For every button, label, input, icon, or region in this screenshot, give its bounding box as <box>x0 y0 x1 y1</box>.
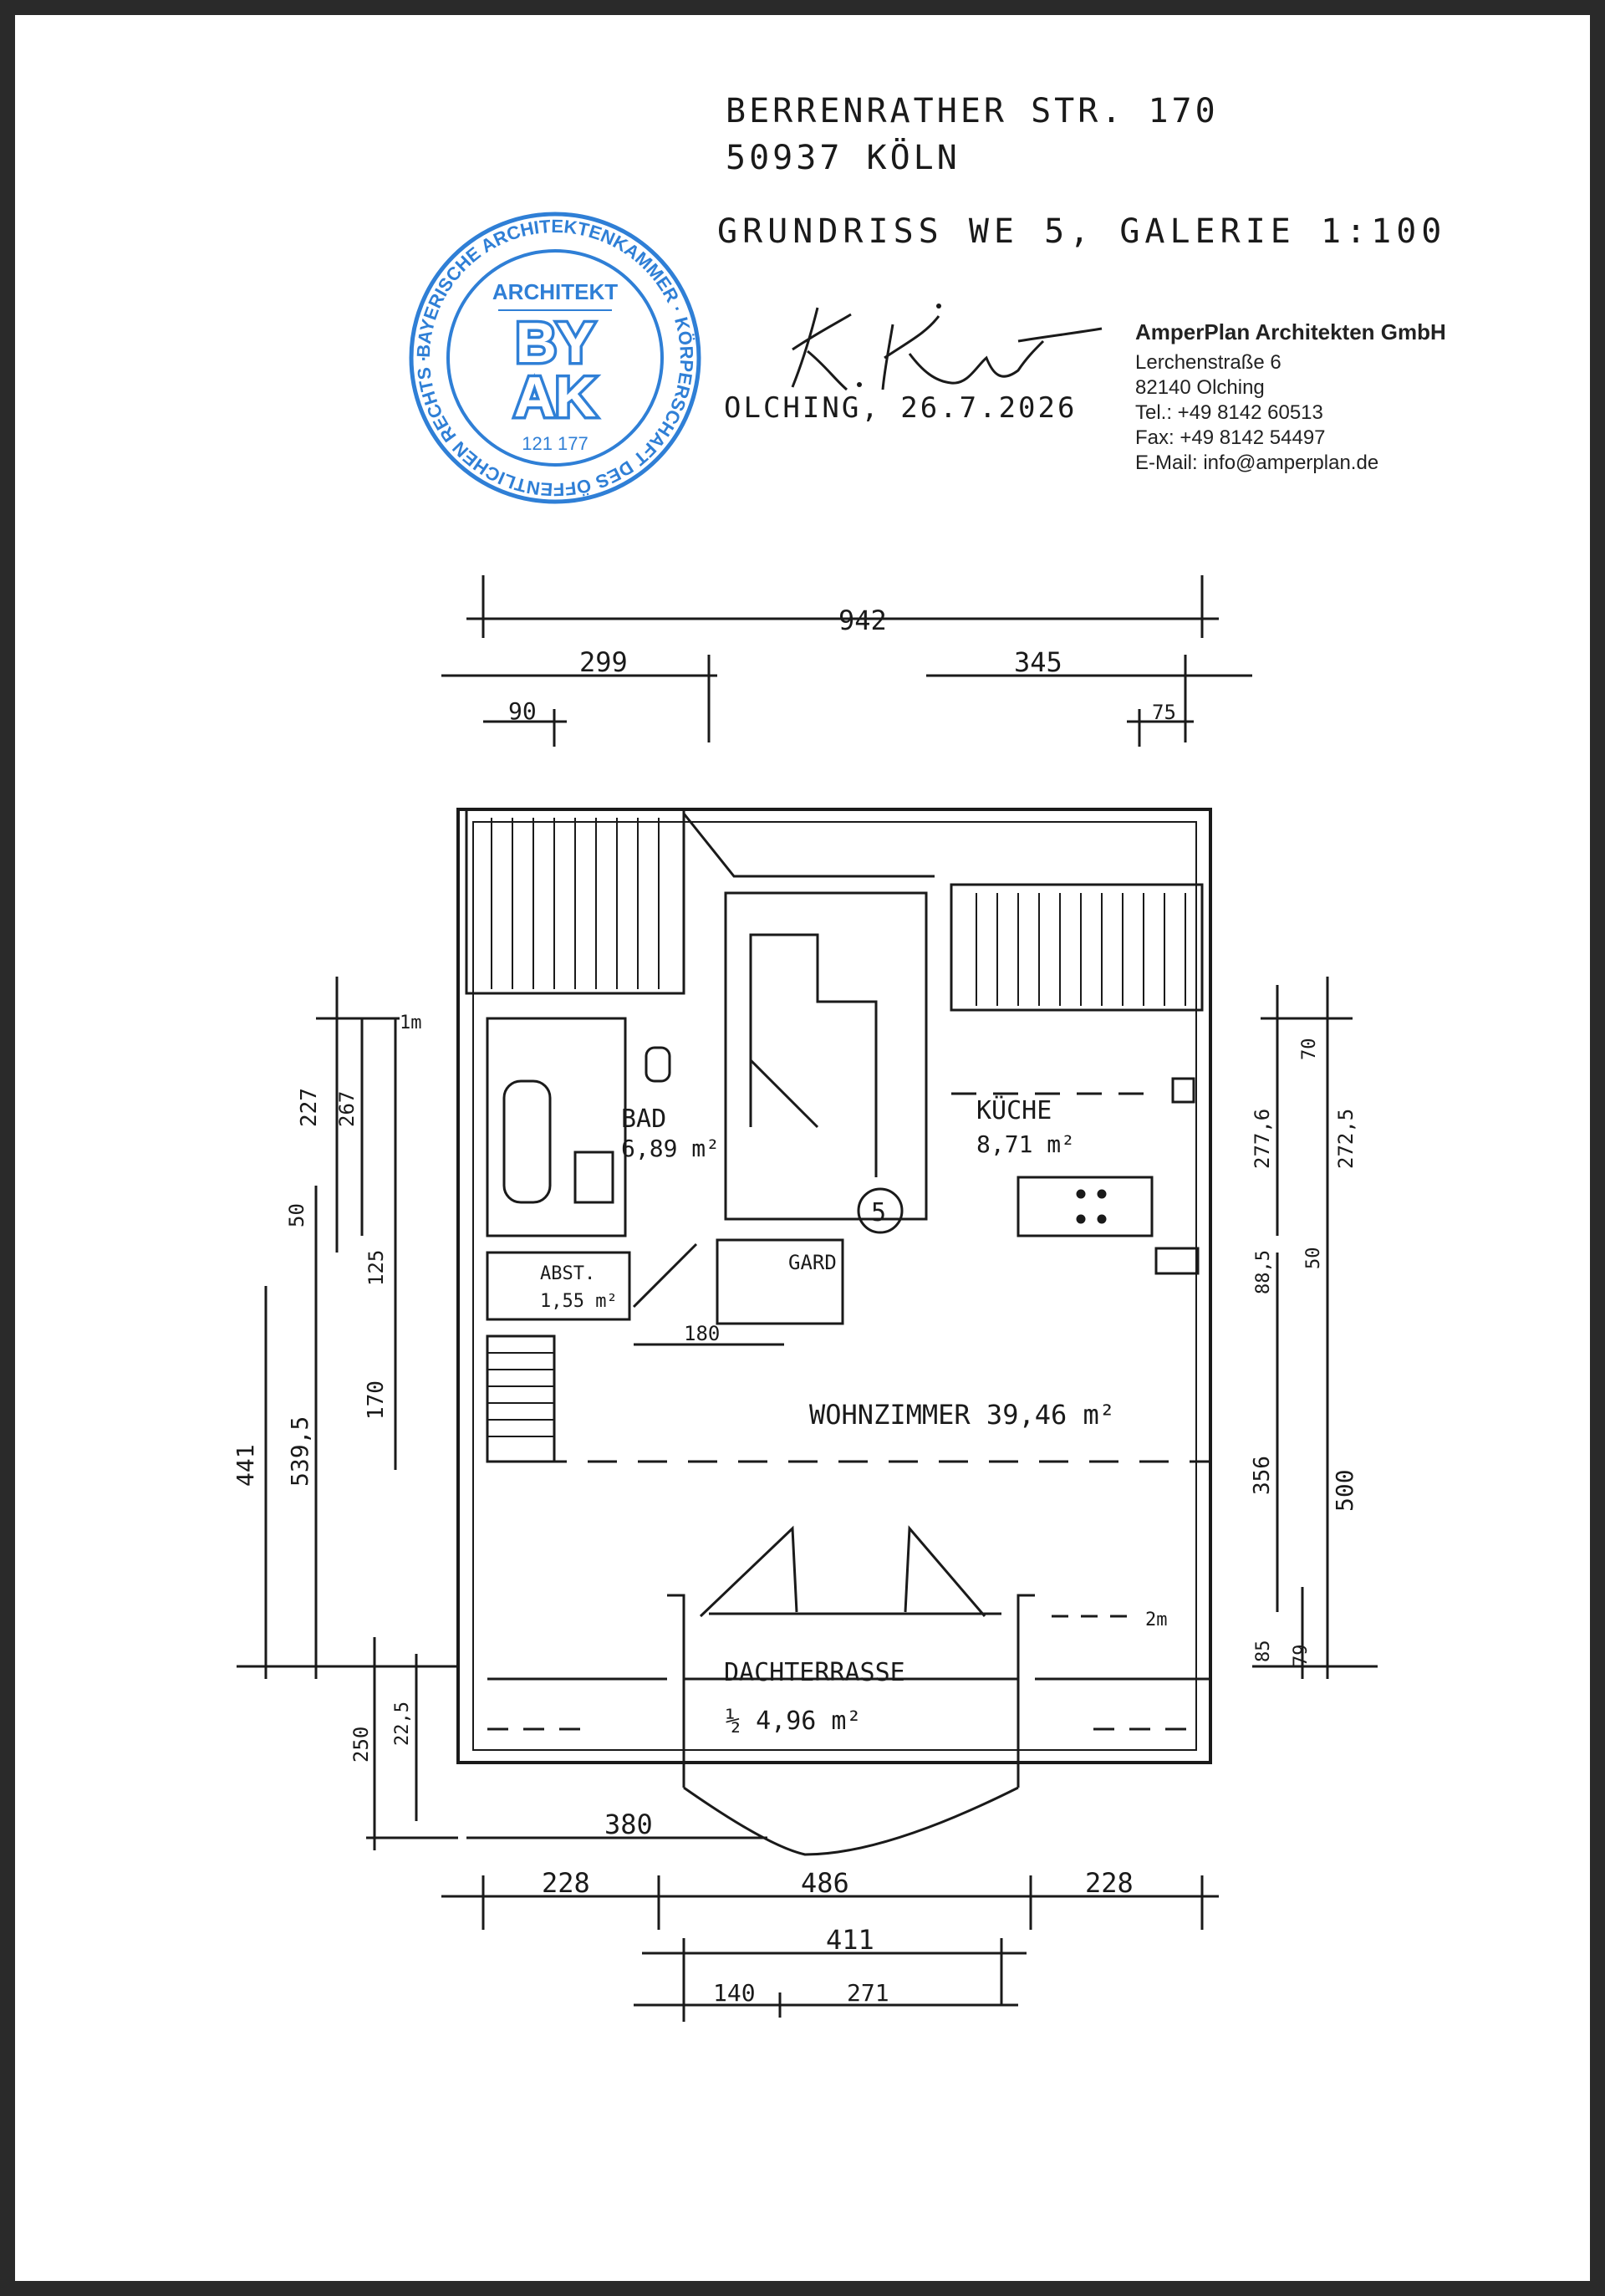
stamp-logo-top: BY <box>516 311 594 375</box>
dim-right-2776: 277,6 <box>1251 1109 1274 1169</box>
dim-right-500: 500 <box>1331 1469 1358 1512</box>
dim-right-70: 70 <box>1299 1038 1320 1061</box>
room-bad: BAD <box>621 1105 666 1134</box>
room-terrasse: DACHTERRASSE <box>724 1658 905 1687</box>
dim-bottom-228-left: 228 <box>542 1867 590 1899</box>
height-label-1m: 1m <box>400 1013 422 1033</box>
dim-top-total: 942 <box>838 605 887 636</box>
dim-right-50: 50 <box>1303 1247 1324 1270</box>
stamp-title: ARCHITEKT <box>492 279 618 304</box>
dim-bottom-380: 380 <box>604 1809 653 1840</box>
dim-left-250: 250 <box>349 1727 373 1763</box>
dim-top-right-small: 75 <box>1152 701 1176 724</box>
company-city: 82140 Olching <box>1135 376 1265 399</box>
unit-number: 5 <box>871 1198 886 1227</box>
dim-bottom-486: 486 <box>801 1867 849 1899</box>
floor-plan-drawing: 942 299 345 90 75 380 228 486 228 411 14… <box>232 575 1378 2022</box>
dim-right-885: 88,5 <box>1253 1250 1274 1294</box>
room-abst: ABST. <box>540 1263 595 1284</box>
dim-bottom-411: 411 <box>826 1924 874 1956</box>
dim-top-left-small: 90 <box>508 697 537 725</box>
dim-left-267: 267 <box>335 1091 359 1127</box>
room-gard: GARD. <box>788 1251 848 1274</box>
dim-right-2725: 272,5 <box>1334 1109 1358 1169</box>
dim-right-356: 356 <box>1250 1456 1275 1495</box>
dim-bottom-228-right: 228 <box>1085 1867 1134 1899</box>
dim-left-170: 170 <box>364 1380 389 1420</box>
room-bad-area: 6,89 m² <box>621 1135 720 1162</box>
stamp-logo-bottom: AK <box>514 365 596 429</box>
dim-right-79: 79 <box>1291 1645 1312 1667</box>
plan-sheet: BERRENRATHER STR. 170 50937 KÖLN GRUNDRI… <box>15 15 1590 2281</box>
company-fax: Fax: +49 8142 54497 <box>1135 426 1326 449</box>
address-line-2: 50937 KÖLN <box>726 139 960 177</box>
architect-chamber-stamp: BAYERISCHE ARCHITEKTENKAMMER · KÖRPERSCH… <box>409 212 701 504</box>
plan-title: GRUNDRISS WE 5, GALERIE 1:100 <box>717 212 1447 251</box>
company-tel: Tel.: +49 8142 60513 <box>1135 401 1323 424</box>
company-email: E-Mail: info@amperplan.de <box>1135 452 1379 474</box>
dim-left-125: 125 <box>364 1250 388 1286</box>
dim-inner-180: 180 <box>684 1322 720 1345</box>
dim-left-441: 441 <box>232 1444 259 1487</box>
company-name: AmperPlan Architekten GmbH <box>1135 319 1446 344</box>
room-kueche-area: 8,71 m² <box>976 1130 1075 1158</box>
dim-left-225: 22,5 <box>392 1702 413 1746</box>
dim-left-50: 50 <box>285 1203 308 1227</box>
dim-left-5395: 539,5 <box>286 1416 313 1487</box>
dim-bottom-140: 140 <box>713 1979 756 2007</box>
place-date: OLCHING, 26.7.2026 <box>724 391 1078 425</box>
height-label-2m: 2m <box>1145 1610 1168 1630</box>
architect-signature <box>791 304 1103 391</box>
dim-right-85: 85 <box>1253 1640 1274 1663</box>
dim-top-left: 299 <box>579 646 628 678</box>
stamp-number: 121 177 <box>522 433 588 454</box>
address-line-1: BERRENRATHER STR. 170 <box>726 92 1219 130</box>
dim-top-right: 345 <box>1014 646 1062 678</box>
room-terrasse-area: ½ 4,96 m² <box>726 1707 862 1736</box>
company-street: Lerchenstraße 6 <box>1135 351 1281 374</box>
room-wohnzimmer: WOHNZIMMER 39,46 m² <box>809 1399 1115 1431</box>
dim-left-227: 227 <box>297 1088 322 1127</box>
room-abst-area: 1,55 m² <box>540 1291 618 1312</box>
dim-bottom-271: 271 <box>847 1979 889 2007</box>
room-kueche: KÜCHE <box>976 1095 1052 1125</box>
